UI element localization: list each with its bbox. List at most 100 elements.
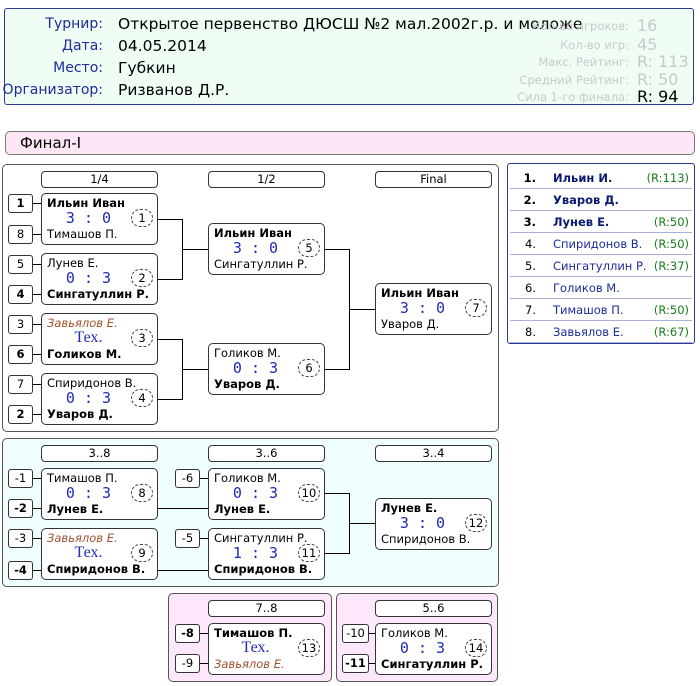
- match-number[interactable]: 5: [298, 239, 320, 257]
- seed-badge: -10: [342, 624, 369, 643]
- ranking-rating: (R:37): [653, 259, 689, 273]
- match-score: 3 : 0: [399, 299, 446, 317]
- match-card: Сингатуллин Р. 1 : 3 11 Спиридонов В.: [208, 528, 325, 580]
- match-card: Завьялов Е. Тех. 3 Голиков М.: [41, 313, 158, 365]
- seed-badge: -11: [342, 654, 369, 673]
- match-number[interactable]: 4: [131, 389, 153, 407]
- organizer-value: Ризванов Д.Р.: [118, 81, 230, 99]
- ranking-player-name[interactable]: Спиридонов В.: [553, 237, 643, 251]
- ranking-player-name[interactable]: Голиков М.: [553, 281, 620, 295]
- ranking-rating: (R:113): [646, 171, 689, 185]
- match-card: Голиков М. 0 : 3 6 Уваров Д.: [208, 343, 325, 395]
- ranking-player-name[interactable]: Лунев Е.: [553, 215, 610, 229]
- player-name: Лунев Е.: [47, 256, 99, 270]
- final-strength-label: Сила 1-го финала:: [517, 90, 629, 104]
- player-name: Сингатуллин Р.: [214, 257, 308, 271]
- match-score: 1 : 3: [232, 544, 279, 562]
- seed-badge: -1: [8, 469, 33, 488]
- match-number[interactable]: 11: [298, 544, 320, 562]
- player-name: Спиридонов В.: [214, 562, 313, 576]
- match-score: 0 : 3: [65, 269, 112, 287]
- ranking-row: 1. Ильин И. (R:113): [510, 167, 692, 189]
- match-number[interactable]: 3: [131, 329, 153, 347]
- player-name: Голиков М.: [381, 626, 448, 640]
- organizer-label: Организатор:: [2, 82, 103, 98]
- players-count-value: 16: [637, 16, 658, 35]
- player-name: Голиков М.: [47, 347, 122, 361]
- avg-rating-value: R: 50: [637, 70, 679, 89]
- match-score: 0 : 3: [65, 389, 112, 407]
- games-count-label: Кол-во игр:: [560, 38, 629, 52]
- round-label-semifinal: 1/2: [208, 171, 325, 188]
- seed-badge: -8: [175, 624, 200, 643]
- seed-badge: 2: [8, 405, 33, 424]
- player-name: Лунев Е.: [214, 502, 271, 516]
- player-name: Спиридонов В.: [47, 562, 146, 576]
- match-score: 0 : 3: [399, 639, 446, 657]
- match-score: 3 : 0: [399, 514, 446, 532]
- round-label-3-4: 3..4: [375, 445, 492, 462]
- player-name: Лунев Е.: [47, 502, 104, 516]
- match-number[interactable]: 7: [465, 299, 487, 317]
- games-count-value: 45: [637, 35, 658, 54]
- max-rating-label: Макс. Рейтинг:: [538, 55, 629, 69]
- ranking-player-name[interactable]: Ильин И.: [553, 171, 613, 185]
- match-card: Голиков М. 0 : 3 10 Лунев Е.: [208, 468, 325, 520]
- seed-badge: -3: [8, 529, 33, 548]
- match-number[interactable]: 14: [465, 639, 487, 657]
- match-card: Тимашов П. Тех. 13 Завьялов Е.: [208, 623, 325, 675]
- match-card: Ильин Иван 3 : 0 1 Тимашов П.: [41, 193, 158, 245]
- tournament-header: Турнир: Открытое первенство ДЮСШ №2 мал.…: [2, 8, 694, 106]
- ranking-position: 2.: [523, 193, 536, 207]
- ranking-player-name[interactable]: Тимашов П.: [553, 303, 624, 317]
- seed-badge: -9: [175, 654, 200, 673]
- ranking-row: 8. Завьялов Е. (R:67): [510, 321, 692, 343]
- final-strength-value: R: 94: [637, 87, 679, 106]
- player-name: Ильин Иван: [381, 286, 459, 300]
- ranking-player-name[interactable]: Уваров Д.: [553, 193, 619, 207]
- match-card: Ильин Иван 3 : 0 7 Уваров Д.: [375, 283, 492, 335]
- player-name: Голиков М.: [214, 346, 281, 360]
- player-name: Завьялов Е.: [214, 657, 285, 671]
- player-name: Тимашов П.: [214, 626, 293, 640]
- player-name: Уваров Д.: [381, 317, 440, 331]
- seed-badge: 7: [8, 375, 33, 394]
- ranking-player-name[interactable]: Завьялов Е.: [553, 325, 624, 339]
- match-number[interactable]: 10: [298, 484, 320, 502]
- match-number[interactable]: 6: [298, 359, 320, 377]
- match-number[interactable]: 2: [131, 269, 153, 287]
- match-number[interactable]: 12: [465, 514, 487, 532]
- seed-badge: 3: [8, 315, 33, 334]
- match-number[interactable]: 9: [131, 544, 153, 562]
- match-number[interactable]: 13: [298, 639, 320, 657]
- seed-badge: 5: [8, 255, 33, 274]
- ranking-position: 8.: [525, 325, 536, 339]
- round-label-3-6: 3..6: [208, 445, 325, 462]
- seed-badge: -6: [175, 469, 200, 488]
- match-card: Спиридонов В. 0 : 3 4 Уваров Д.: [41, 373, 158, 425]
- player-name: Сингатуллин Р.: [381, 657, 484, 671]
- ranking-position: 6.: [525, 281, 536, 295]
- match-card: Лунев Е. 3 : 0 12 Спиридонов В.: [375, 498, 492, 550]
- player-name: Лунев Е.: [381, 501, 438, 515]
- seed-badge: 4: [8, 285, 33, 304]
- match-score: 0 : 3: [65, 484, 112, 502]
- player-name: Тимашов П.: [47, 227, 118, 241]
- match-number[interactable]: 8: [131, 484, 153, 502]
- ranking-position: 4.: [525, 237, 536, 251]
- player-name: Сингатуллин Р.: [47, 287, 150, 301]
- player-name: Уваров Д.: [214, 377, 280, 391]
- player-name: Спиридонов В.: [381, 532, 471, 546]
- match-number[interactable]: 1: [131, 209, 153, 227]
- date-label: Дата:: [62, 38, 103, 54]
- final-title: Финал-I: [20, 134, 82, 152]
- player-name: Голиков М.: [214, 471, 281, 485]
- match-card: Тимашов П. 0 : 3 8 Лунев Е.: [41, 468, 158, 520]
- ranking-player-name[interactable]: Сингатуллин Р.: [553, 259, 647, 273]
- ranking-rating: (R:50): [653, 215, 689, 229]
- tournament-label: Турнир:: [45, 16, 103, 32]
- match-score: Тех.: [241, 639, 270, 656]
- round-label-7-8: 7..8: [208, 600, 325, 617]
- ranking-row: 4. Спиридонов В. (R:50): [510, 233, 692, 255]
- ranking-position: 1.: [523, 171, 536, 185]
